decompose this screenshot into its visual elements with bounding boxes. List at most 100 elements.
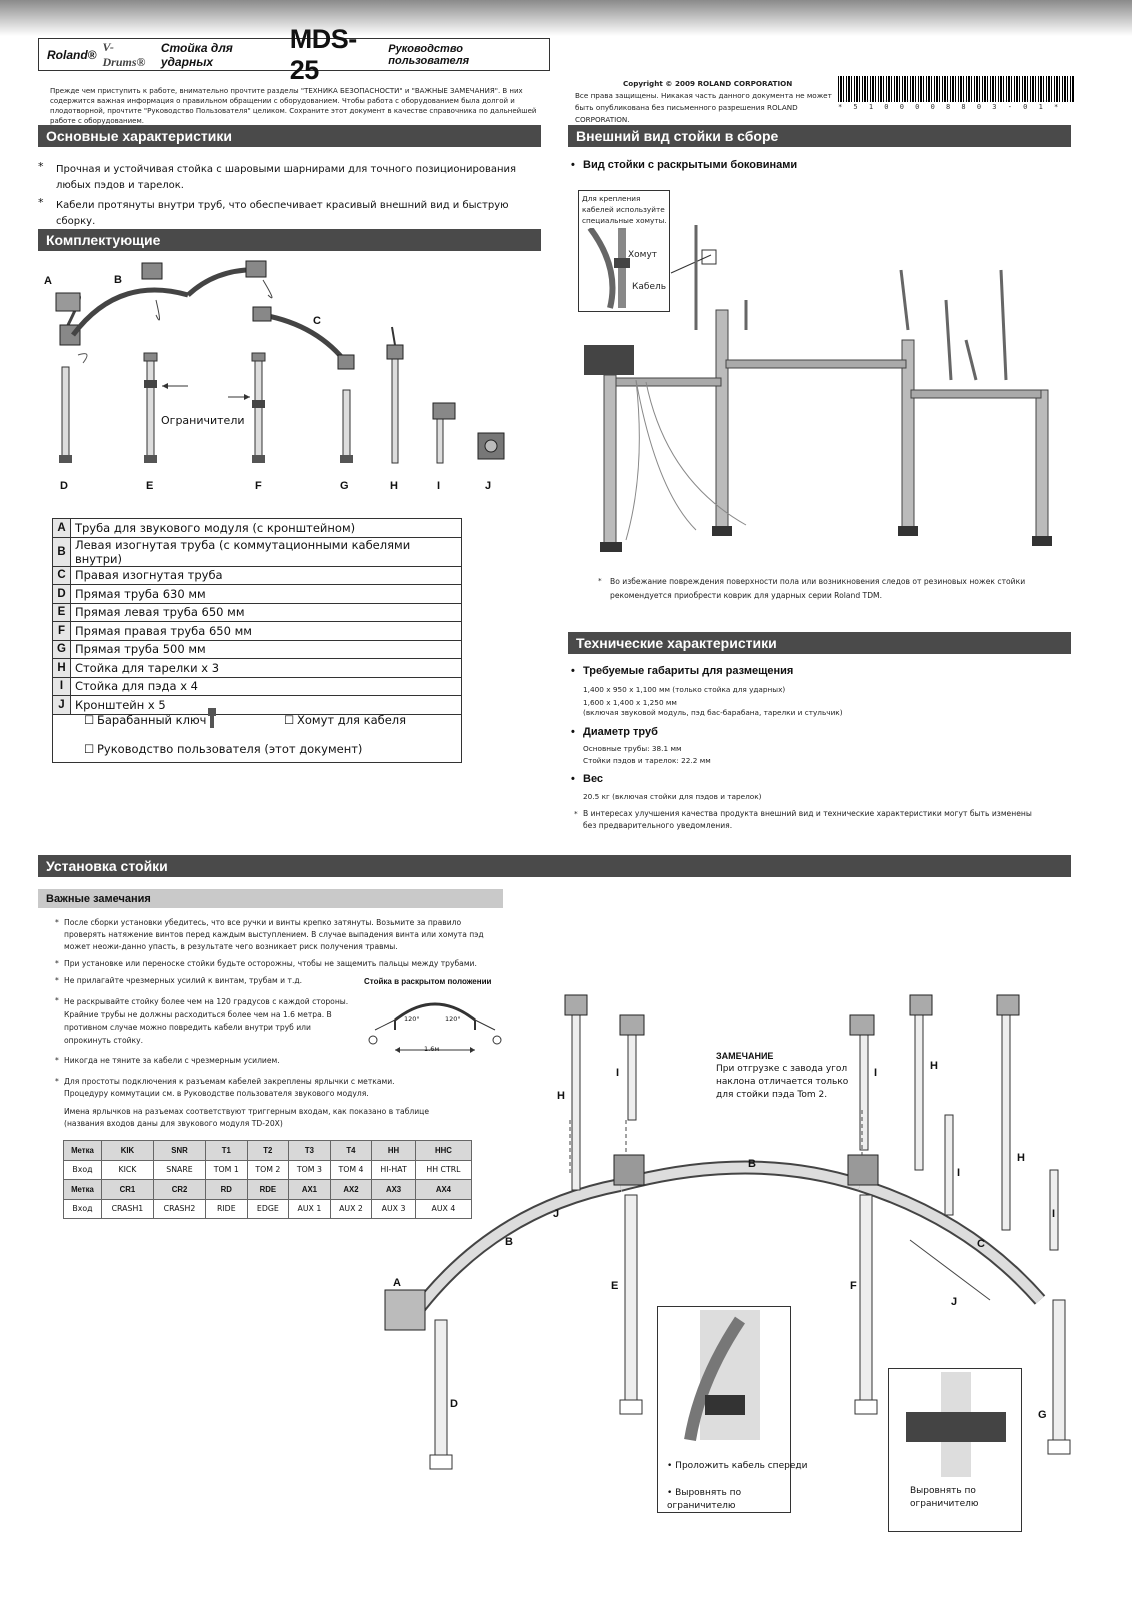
diagram-letter-i: I (874, 1067, 878, 1079)
intro-text: Прежде чем приступить к работе, внимател… (50, 87, 537, 125)
barcode-number: * 5 1 0 0 0 0 8 8 0 3 - 0 1 * (838, 103, 1062, 111)
table-cell: Метка (63, 1140, 102, 1161)
setup-subheading: Важные замечания (38, 889, 503, 908)
diagram-letter-b: B (748, 1158, 756, 1170)
checkbox-icon: ☐ (84, 742, 95, 756)
table-cell: Метка (63, 1179, 102, 1200)
table-cell: SNR (152, 1140, 207, 1161)
extra-manual: Руководство пользователя (этот документ) (97, 742, 363, 756)
table-cell: TOM 2 (246, 1159, 290, 1180)
copyright-line-2: быть опубликована без письменного разреш… (575, 103, 798, 124)
star-icon: * (574, 809, 578, 818)
table-cell: AUX 4 (414, 1198, 473, 1219)
table-cell: RIDE (205, 1198, 248, 1219)
star-icon: * (55, 976, 59, 985)
setup-note: После сборки установки убедитесь, что вс… (64, 918, 484, 951)
diagram-letter-g: G (1038, 1409, 1047, 1421)
spec-line: 20.5 кг (включая стойки для пэдов и таре… (583, 792, 762, 801)
table-cell: T4 (329, 1140, 373, 1161)
feature-item: Прочная и устойчивая стойка с шаровыми ш… (56, 164, 517, 191)
table-cell: SNARE (152, 1159, 207, 1180)
cable-routing-illustration (684, 1310, 760, 1441)
remark-text: При отгрузке с завода угол наклона отлич… (716, 1064, 849, 1100)
diagram-letter-i: I (616, 1067, 620, 1079)
title-box: Roland® V-Drums® Стойка для ударных MDS-… (38, 24, 550, 85)
part-key: F (52, 621, 71, 641)
setup-note: Для простоты подключения к разъемам кабе… (64, 1077, 395, 1098)
part-key: G (52, 639, 71, 659)
top-gradient-band (0, 0, 1132, 36)
spec-line: 1,600 x 1,400 x 1,250 мм (583, 698, 677, 707)
diagram-letter-b: B (505, 1236, 513, 1248)
barcode (838, 76, 1074, 102)
star-icon: * (38, 160, 44, 173)
star-icon: * (55, 996, 59, 1005)
checkbox-icon: ☐ (284, 713, 295, 727)
diagram-letter-h: H (557, 1090, 565, 1102)
part-key: I (52, 676, 71, 696)
callout-text: Выровнять по ограничителю (910, 1486, 979, 1509)
spec-line: Основные трубы: 38.1 мм (583, 744, 682, 753)
spec-line: Стойки пэдов и тарелок: 22.2 мм (583, 756, 711, 765)
model-name: MDS-25 (289, 23, 357, 85)
part-desc: Правая изогнутая труба (69, 565, 463, 585)
setup-note: При установке или переноске стойки будьт… (64, 959, 477, 968)
part-key: D (52, 584, 71, 604)
diagram-letter-d: D (60, 480, 68, 492)
table-cell: AUX 1 (288, 1198, 331, 1219)
diagram-letter-h: H (390, 480, 398, 492)
part-desc: Левая изогнутая труба (с коммутационными… (69, 536, 463, 567)
diagram-letter-c: C (977, 1238, 985, 1250)
diagram-letter-i: I (1052, 1208, 1056, 1220)
part-key: E (52, 602, 71, 622)
table-cell: TOM 3 (288, 1159, 331, 1180)
table-cell: EDGE (246, 1198, 290, 1219)
star-icon: * (598, 576, 602, 585)
callout-text: Проложить кабель спереди (675, 1461, 808, 1471)
limiter-label: Ограничители (161, 414, 245, 427)
specs-footnote: В интересах улучшения качества продукта … (583, 809, 1032, 830)
table-cell: HHC (414, 1140, 473, 1161)
table-cell: AX1 (288, 1179, 331, 1200)
table-cell: CRASH2 (152, 1198, 207, 1219)
span-label: 1.6м (424, 1045, 440, 1053)
feature-item: Кабели протянуты внутри труб, что обеспе… (56, 200, 509, 227)
table-intro: Имена ярлычков на разъемах соответствуют… (64, 1107, 430, 1128)
table-cell: AX4 (414, 1179, 473, 1200)
doc-type: Руководство пользователя (388, 42, 470, 67)
copyright-line-1: Все права защищены. Никакая часть данног… (575, 91, 832, 100)
clamp-label: Хомут (628, 250, 658, 260)
inset-illustration (587, 228, 630, 309)
vdrums-logo: V-Drums® (102, 39, 146, 69)
star-icon: * (55, 918, 59, 927)
part-key: B (52, 536, 71, 567)
specs-heading: Технические характеристики (568, 632, 1071, 654)
table-cell: RDE (246, 1179, 290, 1200)
spec-line: (включая звуковой модуль, пэд бас-бараба… (583, 708, 843, 717)
diagram-letter-h: H (1017, 1152, 1025, 1164)
assembly-diagram (384, 994, 1071, 1470)
inset-text: Для крепления кабелей используйте специа… (582, 194, 667, 225)
table-cell: Вход (63, 1198, 102, 1219)
table-cell: TOM 1 (205, 1159, 248, 1180)
table-cell: CR2 (152, 1179, 207, 1200)
components-diagram (55, 260, 505, 464)
part-key: J (52, 695, 71, 715)
table-cell: Вход (63, 1159, 102, 1180)
diagram-letter-i: I (437, 480, 441, 492)
table-cell: CR1 (100, 1179, 154, 1200)
diagram-letter-c: C (313, 315, 321, 327)
part-desc: Труба для звукового модуля (с кронштейно… (69, 518, 463, 538)
diagram-letter-d: D (450, 1398, 458, 1410)
star-icon: * (55, 959, 59, 968)
remark-title: ЗАМЕЧАНИЕ (716, 1051, 774, 1061)
setup-note: Никогда не тяните за кабели с чрезмерным… (64, 1056, 280, 1065)
